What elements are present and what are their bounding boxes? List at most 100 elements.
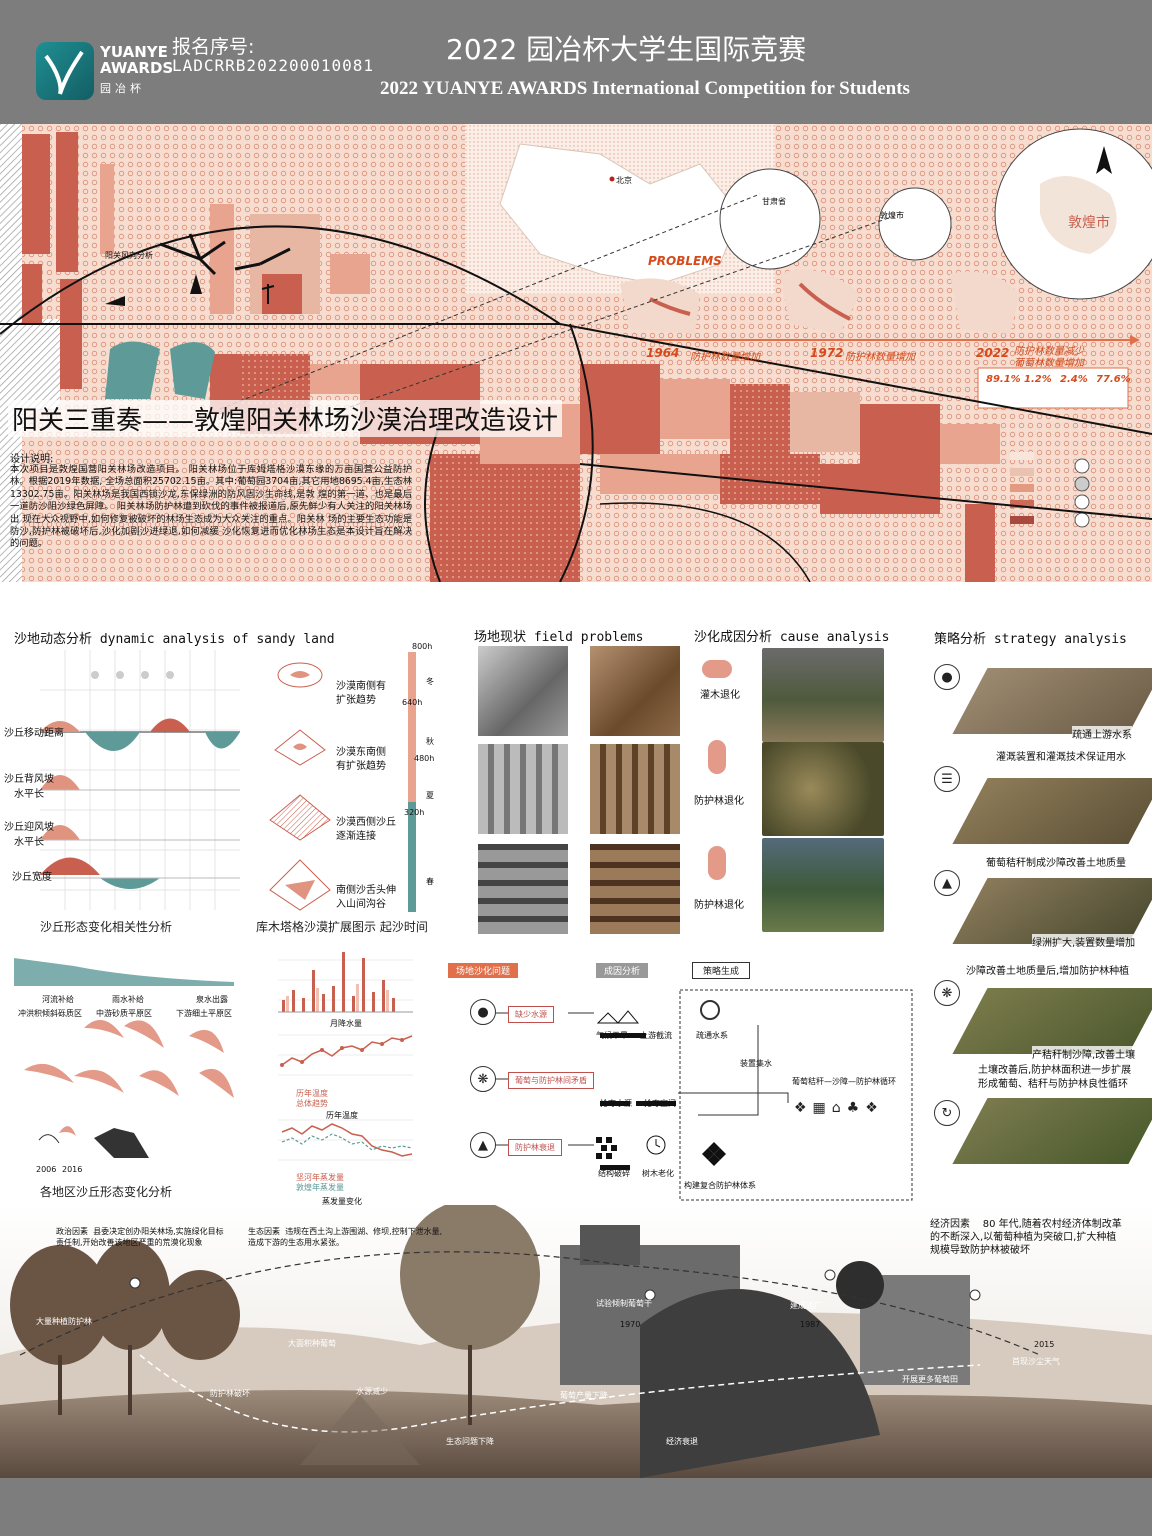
header-bar: [0, 0, 1152, 124]
history-label-5: 生态问题下降: [446, 1437, 494, 1446]
year-2006: 2006: [36, 1165, 57, 1174]
chart-temp-legend-1: 历年温度: [296, 1089, 328, 1098]
strategy-water: 疏通水系: [696, 1031, 728, 1040]
sandy-grid: [40, 650, 240, 910]
timeline-text-2022: 防护林数量减少 葡萄林数量增加: [1014, 346, 1084, 369]
field-photo-6: [590, 844, 680, 934]
cause-item-2: 防护林退化: [694, 796, 744, 807]
row-label-4: 沙丘宽度: [12, 872, 52, 883]
tree-icon: ▲: [470, 1132, 496, 1158]
competition-title-cn: 2022 园冶杯大学生国际竞赛: [446, 33, 807, 66]
water-drop-icon: ●: [934, 664, 960, 690]
shrub-icon: [702, 660, 732, 678]
strategy-composite: 构建复合防护林体系: [684, 1181, 756, 1190]
season-summer: 夏: [426, 791, 434, 800]
legend-spring: 泉水出露: [196, 995, 228, 1004]
legend-rain: 雨水补给: [112, 995, 144, 1004]
cause-drought: 气候干旱: [596, 1031, 628, 1040]
chart-temp-legend-2: 总体趋势: [296, 1099, 328, 1108]
kumtag-title: 库木塔格沙漠扩展图示 起沙时间: [256, 920, 428, 934]
tree-icon: [708, 846, 726, 880]
trend-2: 沙漠东南侧 有扩张趋势: [336, 747, 386, 772]
logo-text-en: YUANYE AWARDS: [100, 43, 174, 77]
season-bar-cool: [408, 802, 416, 912]
field-photo-4: [590, 744, 680, 834]
trend-1: 沙漠南侧有 扩张趋势: [336, 681, 386, 706]
row-label-1: 沙丘移动距离: [4, 728, 64, 739]
year-1987: 1987: [800, 1320, 821, 1329]
regional-title: 各地区沙丘形态变化分析: [40, 1185, 173, 1199]
yuanye-logo-icon: [36, 42, 94, 100]
strategy-slab-2: [952, 778, 1152, 844]
season-bar-warm: [408, 652, 416, 802]
field-photo-5: [478, 844, 568, 934]
zone-1: 冲洪积倾斜砾质区: [18, 1009, 82, 1018]
strategy-note-6: 产秸秆制沙障,改善土壤: [1032, 1046, 1136, 1061]
zone-2: 中游砂质平原区: [96, 1009, 152, 1018]
politics-text: 政治因素 县委决定创办阳关林场,实施绿化目标 责任制,开始改善该地区严重的荒漠化…: [56, 1227, 224, 1247]
cause-photo-1: [762, 648, 884, 742]
history-label-9: 开展更多葡萄田: [902, 1375, 958, 1384]
competition-title-en: 2022 YUANYE AWARDS International Competi…: [380, 78, 910, 99]
cause-photo-3: [762, 838, 884, 932]
site-map: [0, 124, 1152, 582]
logo-text-cn: 园冶杯: [100, 82, 145, 95]
stat-4: 77.6%: [1096, 374, 1131, 385]
cycle-icons: ❖▦⌂♣❖: [794, 1100, 884, 1116]
axis-640: 640h: [402, 698, 423, 707]
timeline-year-2022: 2022: [976, 346, 1010, 360]
flow-lines: [496, 989, 913, 1201]
beijing-label: 北京: [616, 176, 632, 185]
tag-problem: 场地沙化问题: [448, 963, 519, 978]
strategy-collect: 装置集水: [740, 1059, 772, 1068]
timeline-year-1964: 1964: [646, 346, 680, 360]
history-label-8: 建成酒厂: [790, 1301, 822, 1310]
design-heading: 设计说明:: [10, 454, 54, 465]
history-label-11: 首现沙尘天气: [1012, 1357, 1060, 1366]
problem-conflict: 葡萄与防护林间矛盾: [508, 1072, 594, 1089]
timeline-text-1972: 防护林数量增加: [845, 352, 915, 363]
chart-temp-title: 历年温度: [326, 1111, 358, 1120]
season-winter: 冬: [426, 677, 434, 686]
design-description: 本次项目是敦煌国营阳关林场改造项目。 阳关林场位于库姆塔格沙漠东缘的万亩国营公益…: [10, 464, 412, 550]
strategy-slab-1: [952, 668, 1152, 734]
strategy-note-2: 灌溉装置和灌溉技术保证用水: [996, 748, 1126, 763]
climate-charts: [278, 952, 413, 1161]
legend-river: 河流补给: [42, 995, 74, 1004]
year-2016: 2016: [62, 1165, 83, 1174]
season-spring: 春: [426, 877, 434, 886]
tree-icon: ▲: [934, 870, 960, 896]
field-title: 场地现状 field problems: [474, 630, 644, 645]
row-label-3: 沙丘迎风坡 水平长: [4, 822, 54, 848]
wind-analysis-label: 阳关风向分析: [105, 251, 153, 260]
cause-title: 沙化成因分析 cause analysis: [694, 630, 890, 645]
dunhuang-small-label: 敦煌市: [880, 211, 904, 220]
chart-precip-title: 月降水量: [330, 1019, 362, 1028]
cause-space-grab: 抢夺空间: [644, 1099, 676, 1108]
timeline-text-1964: 防护林数量增加: [690, 352, 760, 363]
problems-label: PROBLEMS: [648, 254, 722, 268]
project-title: 阳关三重奏——敦煌阳关林场沙漠治理改造设计: [8, 400, 563, 437]
footer-bar: [0, 1478, 1152, 1536]
registration-number: LADCRRB202200010081: [172, 56, 375, 75]
year-1970: 1970: [620, 1320, 641, 1329]
ecology-text: 生态因素 违规在西土沟上游围湖、修坝,控制下泄水量, 造成下游的生态用水紧张。: [248, 1227, 443, 1247]
axis-480: 480h: [414, 754, 435, 763]
history-label-4: 水源减少: [356, 1387, 388, 1396]
history-label-7: 试验倾制葡萄干: [596, 1299, 652, 1308]
irrigation-icon: ☰: [934, 766, 960, 792]
trend-3: 沙漠西侧沙丘 逐渐连接: [336, 817, 396, 842]
chart-evap-title: 蒸发量变化: [322, 1197, 362, 1206]
tree-icon: [708, 740, 726, 774]
row-label-2: 沙丘背风坡 水平长: [4, 774, 54, 800]
stat-1: 89.1%: [986, 374, 1021, 385]
stat-2: 1.2%: [1024, 374, 1052, 385]
strategy-slab-4: [952, 988, 1152, 1054]
zone-3: 下游细土平原区: [176, 1009, 232, 1018]
cause-photo-2: [762, 742, 884, 836]
cycle-icon: ↻: [934, 1100, 960, 1126]
season-autumn: 秋: [426, 737, 434, 746]
strategy-slab-5: [952, 1098, 1152, 1164]
water-drop-icon: ●: [470, 999, 496, 1025]
cause-water-grab: 抢夺水源: [600, 1099, 632, 1108]
